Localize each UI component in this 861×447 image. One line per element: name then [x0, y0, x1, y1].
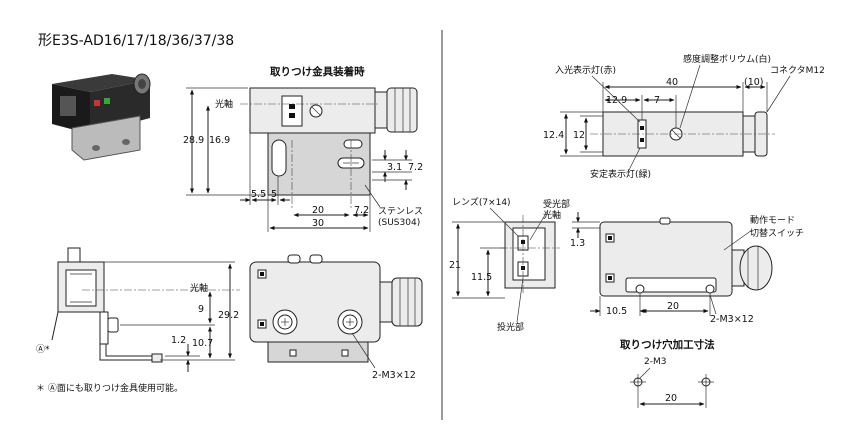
label-stainless: ステンレス [378, 206, 423, 217]
dim-12: 12 [573, 130, 585, 141]
leader-stainless [364, 184, 381, 208]
label-sensitivity-vr: 感度調整ボリウム(白) [683, 53, 771, 65]
label-holes: 2-M3 [644, 357, 666, 367]
bottom-view-dims [572, 212, 711, 316]
dim-7: 7 [654, 95, 660, 106]
dim-10-paren: (10) [744, 77, 764, 88]
dim-5-5: 5.5 [251, 189, 266, 200]
leader-receiver [529, 209, 549, 241]
label-emitter: 投光部 [497, 321, 524, 333]
front-lens-view [500, 215, 560, 295]
dim-5: 5 [271, 189, 277, 200]
model-title: 形E3S-AD16/17/18/36/37/38 [38, 33, 234, 49]
label-sus304: (SUS304) [378, 218, 420, 228]
dim-29-2: 29.2 [218, 310, 239, 321]
leader-sensitivity [679, 64, 701, 129]
dim-21: 21 [449, 260, 461, 271]
side-view-dims [104, 261, 235, 372]
heading-mounting-holes: 取りつけ穴加工寸法 [620, 338, 715, 351]
label-screws-right: 2-M3×12 [710, 314, 754, 325]
mount-vertical-dims [186, 87, 266, 196]
dim-11-5: 11.5 [471, 272, 492, 283]
label-mode-switch-1: 動作モード [750, 214, 795, 226]
dim-9: 9 [198, 304, 204, 315]
top-view-dims [560, 82, 768, 157]
label-screws-left: 2-M3×12 [372, 370, 416, 381]
dim-40: 40 [666, 77, 678, 88]
label-receiver: 受光部 [543, 198, 570, 210]
label-optical-axis-r: 光軸 [543, 209, 561, 221]
mounting-holes [630, 367, 714, 408]
label-lens: レンズ(7×14) [452, 196, 511, 208]
label-optical-axis-2: 光軸 [190, 282, 208, 294]
dim-3-1: 3.1 [387, 162, 402, 173]
leader-emitter [516, 277, 524, 323]
footnote: ＊ Ⓐ面にも取りつけ金具使用可能。 [36, 382, 183, 394]
dim-20-bottom: 20 [667, 301, 679, 312]
top-view [590, 111, 775, 157]
mount-right-dims [372, 150, 412, 190]
dim-12-4: 12.4 [543, 130, 564, 141]
dim-30: 30 [312, 218, 324, 229]
dim-20-holes: 20 [665, 393, 677, 404]
heading-mount: 取りつけ金具装着時 [270, 65, 365, 78]
leader-stable [627, 147, 641, 173]
leader-connector [766, 75, 791, 113]
label-incident-led: 入光表示灯(赤) [555, 64, 616, 76]
side-view [51, 247, 240, 363]
dim-7-2-b: 7.2 [354, 205, 369, 216]
label-mode-switch-2: 切替スイッチ [750, 227, 804, 239]
mount-horizontal-dims [240, 133, 371, 232]
label-stable-led: 安定表示灯(緑) [590, 168, 651, 180]
label-surface-a: Ⓐ* [36, 344, 50, 355]
dim-28-9: 28.9 [183, 135, 204, 146]
front-view-dims [452, 221, 505, 299]
bottom-view [599, 217, 773, 315]
label-optical-axis-1: 光軸 [215, 98, 233, 110]
dim-7-2-a: 7.2 [408, 162, 423, 173]
label-connector: コネクタM12 [770, 65, 825, 76]
product-photo [52, 73, 151, 161]
dim-1-2: 1.2 [171, 335, 186, 346]
mount-view-front [240, 87, 418, 210]
dim-10-5: 10.5 [606, 306, 627, 317]
dim-1-3: 1.3 [570, 238, 585, 249]
rear-view [249, 254, 423, 369]
dim-10-7: 10.7 [192, 338, 213, 349]
dim-20-mount: 20 [312, 205, 324, 216]
dim-16-9: 16.9 [209, 135, 230, 146]
dim-12-9: 12.9 [606, 95, 627, 106]
